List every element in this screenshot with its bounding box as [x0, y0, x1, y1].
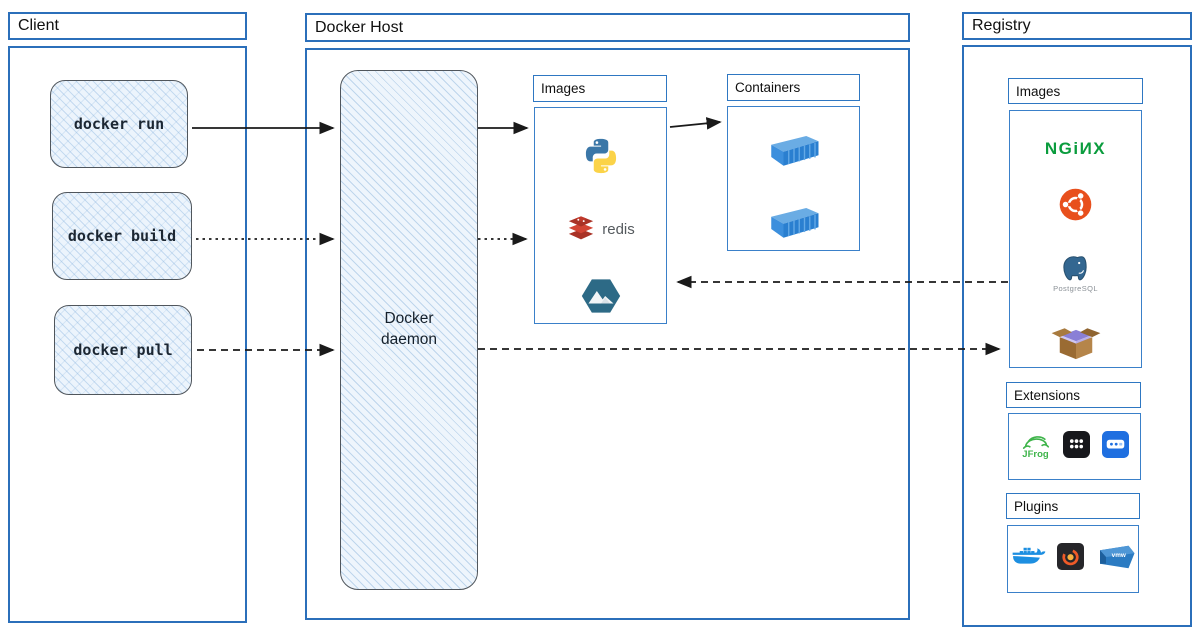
docker-daemon-label-line1: Docker — [384, 310, 434, 328]
vmware-icon: vmw — [1094, 541, 1136, 578]
python-icon — [581, 136, 621, 181]
docker-host-title: Docker Host — [315, 18, 404, 36]
ubuntu-icon — [1059, 188, 1092, 226]
docker-build-box: docker build — [52, 192, 192, 280]
grafana-icon — [1056, 543, 1084, 575]
registry-title: Registry — [972, 17, 1031, 34]
registry-images-panel: NGiИX PostgreSQL — [1009, 110, 1142, 368]
postgresql-logo: PostgreSQL — [1053, 254, 1098, 293]
docker-whale-icon — [1011, 543, 1047, 575]
nginx-logo: NGiИX — [1044, 139, 1107, 159]
plugins-panel: vmw — [1007, 525, 1139, 593]
busybox-icon — [1050, 322, 1102, 367]
jfrog-icon: JFrog — [1021, 433, 1051, 460]
redis-icon — [566, 213, 596, 245]
container-icon — [765, 129, 823, 176]
alpine-icon — [581, 278, 621, 319]
extensions-panel: JFrog — [1008, 413, 1141, 480]
host-images-title: Images — [541, 81, 586, 96]
containers-panel — [727, 106, 860, 251]
host-images-panel: redis — [534, 107, 667, 324]
docker-daemon-box: Docker daemon — [340, 70, 478, 590]
docker-build-label: docker build — [67, 227, 177, 245]
containers-title: Containers — [735, 80, 801, 95]
plugins-title: Plugins — [1014, 498, 1059, 514]
docker-run-box: docker run — [50, 80, 188, 168]
registry-images-title-box: Images — [1008, 78, 1143, 104]
docker-pull-label: docker pull — [73, 341, 173, 359]
registry-title-box: Registry — [962, 12, 1192, 40]
postgresql-label: PostgreSQL — [1053, 284, 1098, 294]
vmware-label: vmw — [1111, 552, 1125, 559]
redis-label: redis — [602, 220, 635, 238]
registry-images-title: Images — [1016, 83, 1061, 99]
client-title-box: Client — [8, 12, 247, 40]
vm-disk-icon — [1101, 430, 1129, 463]
client-title: Client — [18, 17, 59, 34]
containers-title-box: Containers — [727, 74, 860, 101]
docker-host-title-box: Docker Host — [305, 13, 910, 42]
host-images-title-box: Images — [533, 75, 667, 102]
extensions-title: Extensions — [1014, 387, 1081, 403]
docker-daemon-label-line2: daemon — [380, 331, 437, 348]
docker-pull-box: docker pull — [54, 305, 192, 395]
docker-run-label: docker run — [73, 115, 165, 133]
jfrog-label: JFrog — [1022, 449, 1049, 461]
plugins-title-box: Plugins — [1006, 493, 1140, 519]
extensions-title-box: Extensions — [1006, 382, 1141, 408]
dots-grid-icon — [1062, 430, 1090, 463]
container-icon — [765, 201, 823, 248]
